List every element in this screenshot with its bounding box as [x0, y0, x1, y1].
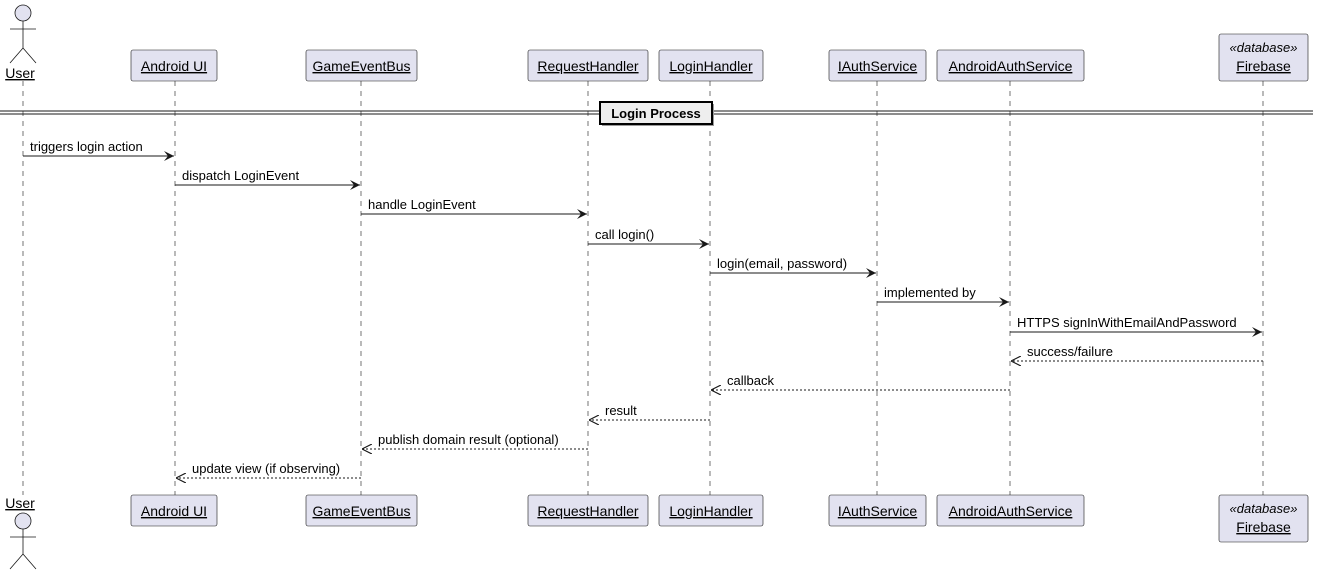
- message-3: handle LoginEvent: [361, 197, 587, 219]
- participant-label: Firebase: [1236, 58, 1291, 74]
- section-divider: Login Process: [0, 101, 1313, 126]
- participant-label: Firebase: [1236, 519, 1291, 535]
- participant-box: [658, 49, 764, 82]
- participant-firebase: «database» Firebase: [1218, 494, 1309, 543]
- participant-box: [527, 49, 649, 82]
- actor-user: User: [5, 4, 37, 81]
- divider-label: Login Process: [611, 106, 701, 121]
- participant-box: [828, 494, 927, 527]
- message-label: login(email, password): [717, 256, 847, 271]
- participant-firebase: «database» Firebase: [1218, 33, 1309, 82]
- message-label: update view (if observing): [192, 461, 340, 476]
- participant-label: User: [5, 65, 35, 81]
- participant-label: RequestHandler: [537, 58, 639, 74]
- participant-game-event-bus: GameEventBus: [305, 494, 418, 527]
- message-11: publish domain result (optional): [362, 432, 588, 449]
- participant-android-auth-service: AndroidAuthService: [936, 49, 1085, 82]
- message-label: publish domain result (optional): [378, 432, 559, 447]
- message-1: triggers login action: [23, 139, 174, 161]
- participant-label: GameEventBus: [312, 503, 410, 519]
- participant-box: [658, 494, 764, 527]
- lifelines: [22, 81, 1264, 495]
- participant-box: [527, 494, 649, 527]
- message-6: implemented by: [877, 285, 1009, 307]
- participant-label: AndroidAuthService: [949, 503, 1073, 519]
- message-9: callback: [711, 373, 1010, 390]
- participant-label: AndroidAuthService: [949, 58, 1073, 74]
- participant-android-auth-service: AndroidAuthService: [936, 494, 1085, 527]
- message-label: HTTPS signInWithEmailAndPassword: [1017, 315, 1237, 330]
- participant-box: [305, 494, 418, 527]
- participant-request-handler: RequestHandler: [527, 49, 649, 82]
- divider-label-box: [599, 101, 713, 125]
- participant-label: IAuthService: [838, 503, 918, 519]
- message-4: call login(): [588, 227, 709, 249]
- actor-head-icon: [14, 512, 32, 530]
- message-12: update view (if observing): [176, 461, 361, 478]
- participant-box: [130, 49, 218, 82]
- participant-label: GameEventBus: [312, 58, 410, 74]
- message-label: result: [605, 403, 637, 418]
- message-label: implemented by: [884, 285, 976, 300]
- message-10: result: [589, 403, 710, 420]
- message-label: dispatch LoginEvent: [182, 168, 299, 183]
- message-label: callback: [727, 373, 774, 388]
- message-8: success/failure: [1011, 344, 1263, 361]
- messages: triggers login action dispatch LoginEvent…: [23, 139, 1263, 478]
- message-label: success/failure: [1027, 344, 1113, 359]
- message-label: triggers login action: [30, 139, 143, 154]
- actor-head-icon: [14, 4, 32, 22]
- participant-android-ui: Android UI: [130, 49, 218, 82]
- message-5: login(email, password): [710, 256, 876, 278]
- participant-box: [936, 49, 1085, 82]
- participant-label: LoginHandler: [669, 503, 753, 519]
- participant-box: [828, 49, 927, 82]
- participant-label: IAuthService: [838, 58, 918, 74]
- message-2: dispatch LoginEvent: [175, 168, 360, 190]
- participant-stereotype: «database»: [1230, 40, 1298, 55]
- actor-user-bottom: User: [5, 495, 37, 570]
- participant-request-handler: RequestHandler: [527, 494, 649, 527]
- participant-game-event-bus: GameEventBus: [305, 49, 418, 82]
- participant-login-handler: LoginHandler: [658, 49, 764, 82]
- participant-android-ui: Android UI: [130, 494, 218, 527]
- participant-label: Android UI: [141, 58, 207, 74]
- participant-label: LoginHandler: [669, 58, 753, 74]
- participant-box: [130, 494, 218, 527]
- participant-stereotype: «database»: [1230, 501, 1298, 516]
- participant-login-handler: LoginHandler: [658, 494, 764, 527]
- participant-iauth-service: IAuthService: [828, 49, 927, 82]
- database-box: [1218, 494, 1309, 543]
- participant-box: [305, 49, 418, 82]
- participant-box: [936, 494, 1085, 527]
- actor-body-icon: [9, 21, 37, 64]
- database-box: [1218, 33, 1309, 82]
- participant-label: User: [5, 495, 35, 511]
- message-label: call login(): [595, 227, 654, 242]
- message-label: handle LoginEvent: [368, 197, 476, 212]
- participant-label: RequestHandler: [537, 503, 639, 519]
- message-7: HTTPS signInWithEmailAndPassword: [1010, 315, 1262, 337]
- participants-top: User Android UI GameEventBus RequestHandler…: [5, 4, 1309, 82]
- participant-label: Android UI: [141, 503, 207, 519]
- actor-body-icon: [9, 529, 37, 570]
- participant-iauth-service: IAuthService: [828, 494, 927, 527]
